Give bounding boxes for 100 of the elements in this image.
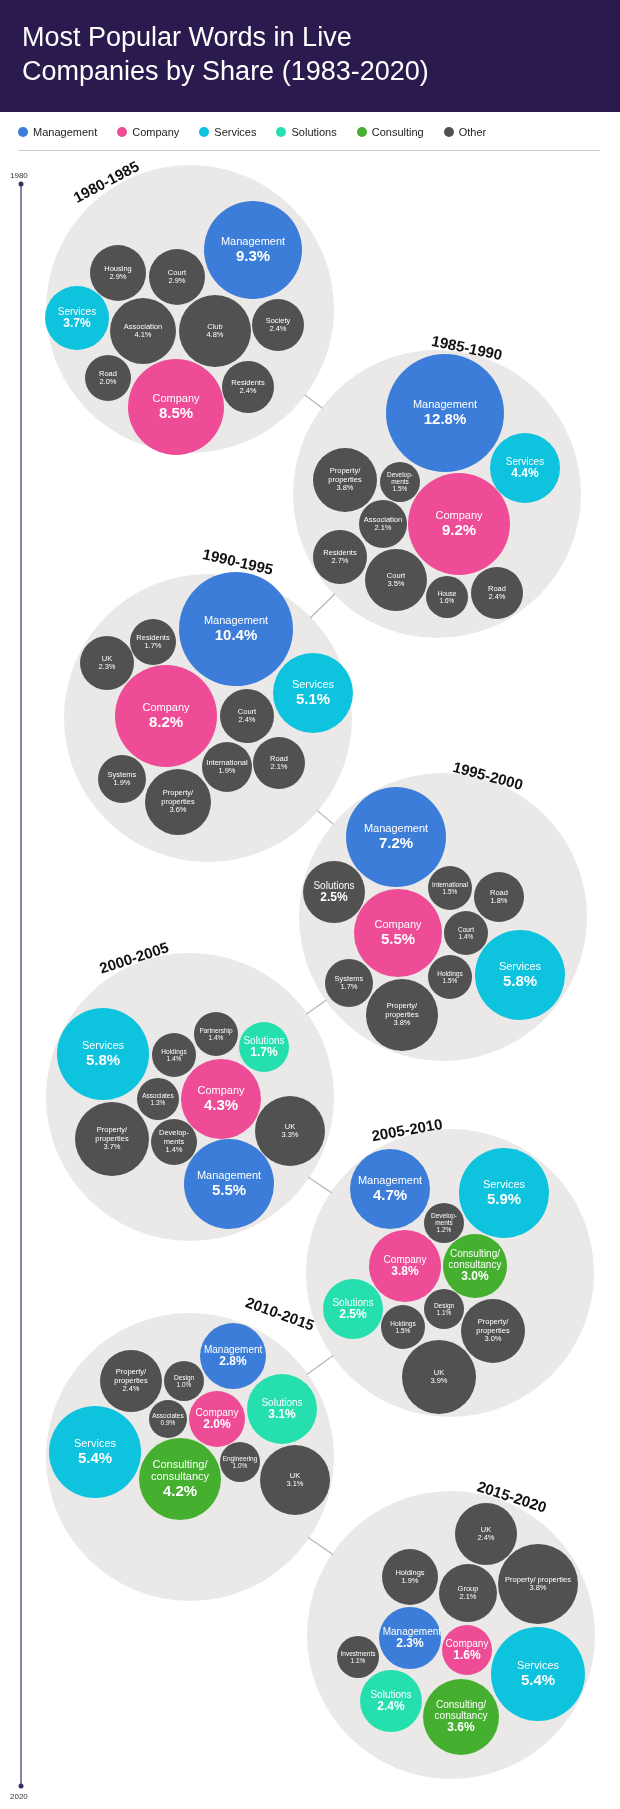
connector-line [307,1536,334,1556]
connector-line [316,809,335,826]
word-bubble [471,567,523,619]
word-bubble [381,1305,425,1349]
word-bubble [164,1361,204,1401]
word-bubble [424,1289,464,1329]
word-bubble [443,1234,507,1298]
word-bubble [428,955,472,999]
word-label: Solutions [313,879,355,891]
word-bubble [45,286,109,350]
share-value: 3.7% [63,316,91,331]
word-bubble [90,245,146,301]
word-bubble [202,742,252,792]
word-bubble [253,737,305,789]
share-value: 4.3% [203,1096,239,1114]
share-value: 5.4% [520,1671,556,1689]
connector-line [303,394,324,409]
word-bubble [439,1564,497,1622]
share-value: 4.4% [511,466,539,481]
word-bubble [145,769,211,835]
share-value: 3.0% [461,1270,489,1284]
share-value: 12.8% [423,410,467,428]
word-bubble [323,1279,383,1339]
word-bubble [100,1350,162,1412]
word-label: Management [196,1169,262,1182]
word-bubble [137,1078,179,1120]
word-bubble [402,1340,476,1414]
word-label: Services [81,1039,125,1052]
word-bubble [444,911,488,955]
word-bubble [184,1139,274,1229]
word-bubble [128,359,224,455]
share-value: 5.8% [502,972,538,990]
word-bubble [220,689,274,743]
word-bubble [179,295,251,367]
word-bubble [379,1607,441,1669]
share-value: 5.1% [295,690,331,708]
word-label: Services [73,1437,117,1450]
year-label: 1980 [10,171,28,180]
word-bubble [98,755,146,803]
word-bubble [247,1374,317,1444]
word-bubble [273,653,353,733]
word-bubble [365,549,427,611]
word-bubble [359,500,407,548]
word-bubble [428,866,472,910]
share-value: 2.5% [339,1307,367,1322]
word-label: Consulting/ consultancy [149,1458,211,1483]
word-label: Solutions [332,1296,374,1308]
share-value: 2.5% [320,890,348,905]
word-bubble [80,636,134,690]
word-label: Management [357,1174,423,1187]
word-bubble [461,1299,525,1363]
share-value: 3.1% [268,1407,296,1422]
legend-label: Other [458,126,487,138]
word-bubble [260,1445,330,1515]
word-bubble [360,1670,422,1732]
word-label: Company [195,1406,239,1418]
word-bubble [382,1549,438,1605]
word-label: Management [203,614,269,627]
share-value: 5.9% [486,1190,522,1208]
share-value: 2.3% [396,1636,424,1651]
share-value: 4.2% [162,1482,198,1500]
share-value: 2.8% [219,1354,247,1369]
word-bubble [313,530,367,584]
word-bubble [239,1022,289,1072]
title: Most Popular Words in Live Companies by Share (1983-2020) [22,21,430,88]
word-label: Company [197,1084,245,1097]
word-bubble [380,462,420,502]
word-label: Management [363,822,429,835]
share-value: 4.7% [372,1186,408,1204]
share-value: 5.4% [77,1449,113,1467]
word-bubble [222,361,274,413]
connector-line [309,593,336,619]
share-value: 10.4% [214,626,258,644]
word-bubble [303,861,365,923]
word-label: Solutions [370,1688,412,1700]
word-bubble [490,433,560,503]
share-value: 5.8% [85,1051,121,1069]
year-label: 2020 [10,1792,28,1801]
word-label: Solutions [261,1396,303,1408]
share-value: 9.2% [441,521,477,539]
word-label: Company [142,701,190,714]
word-label: Company [383,1253,427,1265]
connector-line [306,1355,334,1375]
share-value: 2.0% [203,1417,231,1432]
word-label: Services [482,1178,526,1191]
word-bubble [139,1438,221,1520]
share-value: 8.5% [158,404,194,422]
connector-line [307,1176,333,1194]
period-label: 2005-2010 [369,1114,445,1145]
word-bubble [149,249,205,305]
word-bubble [152,1033,196,1077]
word-label: Company [152,392,200,405]
word-bubble [151,1119,197,1165]
word-bubble [366,979,438,1051]
word-bubble [85,355,131,401]
legend-label: Company [132,126,180,138]
share-value: 5.5% [380,930,416,948]
share-value: 7.2% [378,834,414,852]
word-bubble [252,299,304,351]
share-value: 1.7% [250,1045,278,1060]
